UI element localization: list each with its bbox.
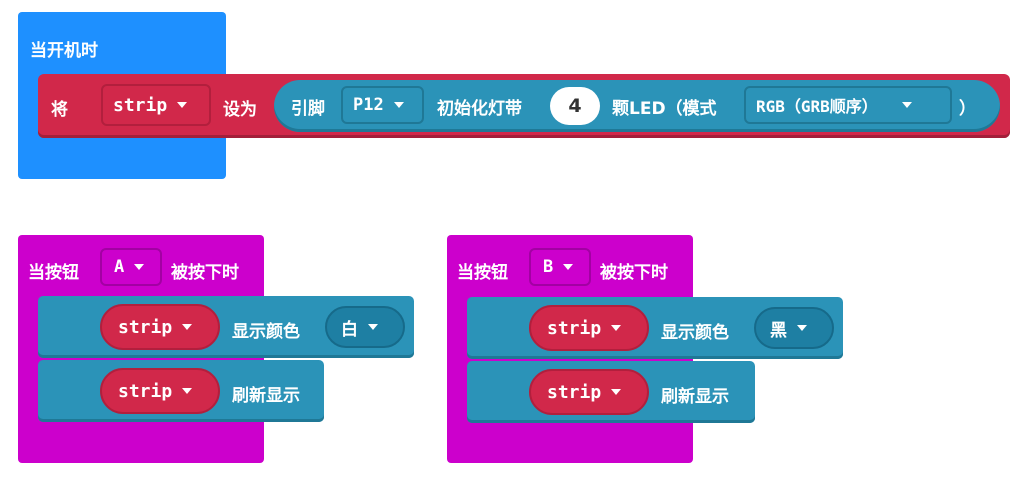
refresh-label: 刷新显示 [232, 386, 300, 406]
variable-pill[interactable]: strip [100, 368, 220, 414]
show-color-block[interactable]: strip 显示颜色 白 [38, 296, 414, 358]
button-b-prefix: 当按钮 [457, 263, 508, 283]
chevron-down-icon [393, 102, 404, 108]
set-to-label: 设为 [223, 100, 257, 120]
button-a-prefix: 当按钮 [28, 263, 79, 283]
color-value: 白 [341, 319, 358, 340]
chevron-down-icon [134, 264, 145, 270]
set-variable-block[interactable]: 将 strip 设为 引脚 P12 初始化灯带 4 颗LED（模式 RGB（GR… [38, 74, 1010, 138]
chevron-down-icon [611, 389, 622, 395]
variable-name: strip [118, 316, 173, 338]
led-count-input[interactable]: 4 [550, 87, 600, 125]
mode-dropdown[interactable]: RGB（GRB顺序） [744, 86, 952, 124]
color-dropdown[interactable]: 黑 [754, 307, 834, 349]
variable-name: strip [547, 381, 602, 403]
variable-pill[interactable]: strip [529, 369, 649, 415]
neopixel-create-block[interactable]: 引脚 P12 初始化灯带 4 颗LED（模式 RGB（GRB顺序） ） [274, 80, 1000, 132]
show-color-label: 显示颜色 [661, 323, 729, 343]
refresh-label: 刷新显示 [661, 387, 729, 407]
chevron-down-icon [177, 102, 188, 108]
variable-name: strip [547, 317, 602, 339]
set-label: 将 [51, 100, 68, 120]
chevron-down-icon [182, 388, 193, 394]
pin-dropdown[interactable]: P12 [341, 86, 424, 124]
chevron-down-icon [563, 264, 574, 270]
variable-pill[interactable]: strip [529, 305, 649, 351]
chevron-down-icon [182, 324, 193, 330]
init-label: 初始化灯带 [437, 99, 522, 119]
chevron-down-icon [901, 102, 912, 108]
refresh-block[interactable]: strip 刷新显示 [38, 360, 324, 422]
led-count-value: 4 [568, 95, 582, 117]
button-b-dropdown[interactable]: B [529, 248, 591, 286]
variable-name: strip [118, 380, 173, 402]
chevron-down-icon [611, 325, 622, 331]
pin-label: 引脚 [291, 99, 325, 119]
pin-value: P12 [353, 95, 384, 115]
variable-dropdown[interactable]: strip [101, 84, 211, 126]
variable-name: strip [113, 94, 168, 116]
close-paren-label: ） [959, 99, 976, 119]
refresh-block[interactable]: strip 刷新显示 [467, 361, 755, 423]
color-value: 黑 [770, 320, 787, 341]
button-a-dropdown[interactable]: A [100, 248, 162, 286]
button-a-value: A [114, 257, 125, 277]
on-start-label: 当开机时 [30, 41, 98, 61]
show-color-block[interactable]: strip 显示颜色 黑 [467, 297, 843, 359]
color-dropdown[interactable]: 白 [325, 306, 405, 348]
button-a-suffix: 被按下时 [171, 263, 239, 283]
mode-value: RGB（GRB顺序） [756, 97, 878, 116]
show-color-label: 显示颜色 [232, 322, 300, 342]
chevron-down-icon [368, 324, 378, 330]
button-b-suffix: 被按下时 [600, 263, 668, 283]
led-suffix-label: 颗LED（模式 [612, 99, 717, 119]
chevron-down-icon [797, 325, 807, 331]
variable-pill[interactable]: strip [100, 304, 220, 350]
button-b-value: B [543, 257, 554, 277]
